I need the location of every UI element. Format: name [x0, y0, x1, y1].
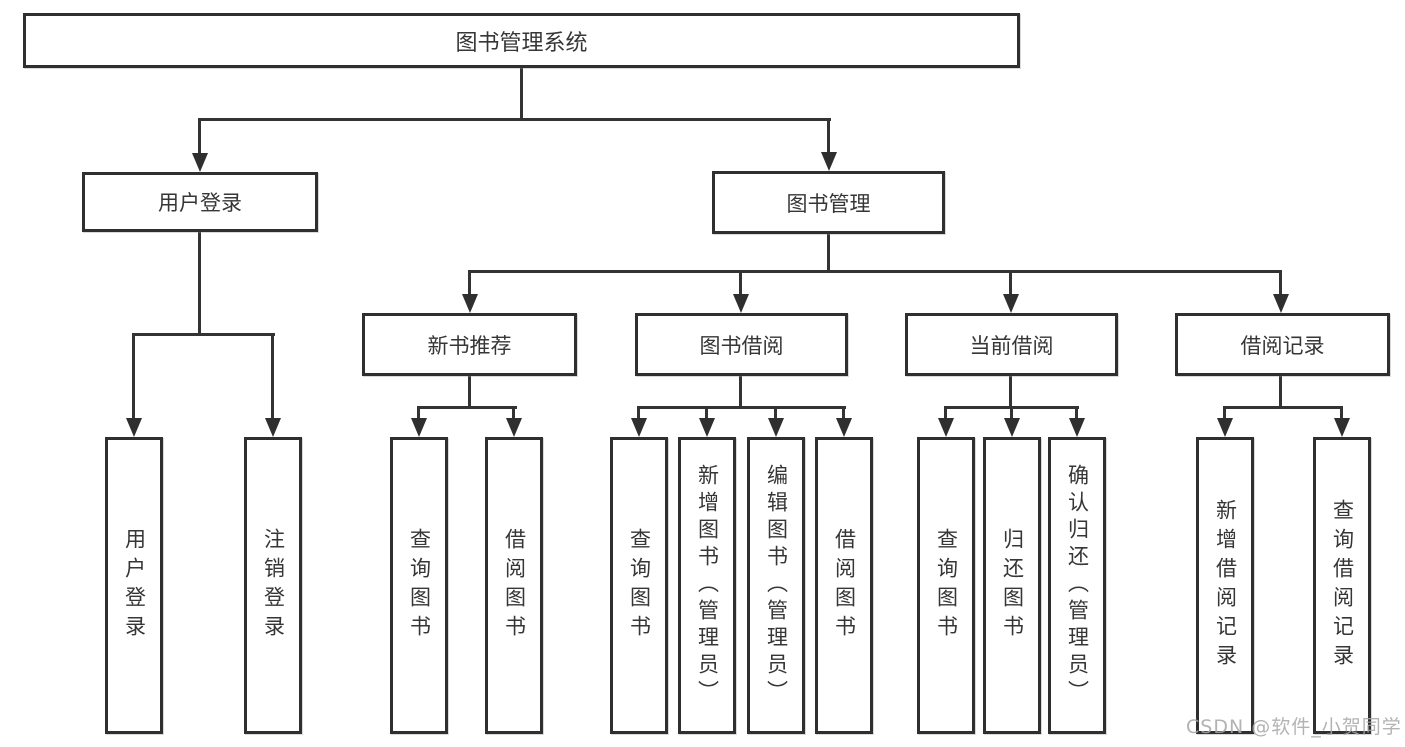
leaf-query-books-current: 查询图书 — [917, 437, 975, 734]
leaf-add-books-admin: 新增图书（管理员） — [678, 437, 736, 734]
arrowhead-down-icon — [411, 418, 427, 437]
connector-line — [1223, 406, 1226, 421]
connector-line — [132, 333, 135, 421]
arrowhead-down-icon — [733, 294, 749, 313]
connector-line — [132, 333, 275, 336]
arrowhead-down-icon — [699, 418, 715, 437]
leaf-edit-books-admin: 编辑图书（管理员） — [747, 437, 805, 734]
connector-line — [520, 68, 523, 121]
leaf-add-borrow-record: 新增借阅记录 — [1196, 437, 1254, 734]
connector-line — [468, 270, 471, 296]
connector-line — [1279, 376, 1282, 409]
node-book-management: 图书管理 — [712, 171, 945, 234]
leaf-user-login: 用户登录 — [105, 437, 163, 734]
arrowhead-down-icon — [1273, 294, 1289, 313]
node-library-management-system: 图书管理系统 — [23, 13, 1020, 68]
connector-line — [1223, 406, 1343, 409]
connector-line — [1009, 376, 1012, 409]
connector-line — [198, 118, 831, 121]
connector-line — [637, 406, 640, 421]
connector-line — [1010, 406, 1013, 421]
connector-line — [1009, 270, 1012, 296]
arrowhead-down-icon — [821, 152, 837, 171]
arrowhead-down-icon — [1217, 418, 1233, 437]
connector-line — [1279, 270, 1282, 296]
node-user-login: 用户登录 — [82, 172, 318, 232]
connector-line — [417, 406, 420, 421]
watermark: CSDN @软件_小贺同学 — [1186, 716, 1402, 738]
arrowhead-down-icon — [1069, 418, 1085, 437]
leaf-query-books-borrowing: 查询图书 — [610, 437, 668, 734]
arrowhead-down-icon — [192, 153, 208, 172]
arrowhead-down-icon — [1003, 294, 1019, 313]
connector-line — [468, 270, 1282, 273]
leaf-logout: 注销登录 — [244, 437, 302, 734]
connector-line — [827, 234, 830, 273]
node-current-borrowing: 当前借阅 — [905, 313, 1118, 376]
connector-line — [1075, 406, 1078, 421]
arrowhead-down-icon — [462, 294, 478, 313]
leaf-return-books: 归还图书 — [983, 437, 1041, 734]
arrowhead-down-icon — [836, 418, 852, 437]
connector-line — [198, 232, 201, 336]
connector-line — [827, 118, 830, 154]
leaf-query-borrow-record: 查询借阅记录 — [1313, 437, 1371, 734]
arrowhead-down-icon — [938, 418, 954, 437]
node-new-book-recommendation: 新书推荐 — [362, 313, 577, 376]
node-book-borrowing: 图书借阅 — [635, 313, 848, 376]
arrowhead-down-icon — [126, 418, 142, 437]
arrowhead-down-icon — [506, 418, 522, 437]
leaf-confirm-return-admin: 确认归还（管理员） — [1048, 437, 1106, 734]
arrowhead-down-icon — [631, 418, 647, 437]
connector-line — [1340, 406, 1343, 421]
connector-line — [468, 376, 471, 409]
leaf-borrow-books: 借阅图书 — [815, 437, 873, 734]
connector-line — [944, 406, 947, 421]
connector-line — [198, 118, 201, 155]
leaf-query-books-recommendation: 查询图书 — [390, 437, 448, 734]
connector-line — [271, 333, 274, 421]
connector-line — [774, 406, 777, 421]
node-borrowing-records: 借阅记录 — [1175, 313, 1390, 376]
connector-line — [637, 406, 846, 409]
leaf-borrow-books-recommendation: 借阅图书 — [485, 437, 543, 734]
connector-line — [842, 406, 845, 421]
arrowhead-down-icon — [1334, 418, 1350, 437]
connector-line — [705, 406, 708, 421]
connector-line — [739, 376, 742, 409]
connector-line — [739, 270, 742, 296]
connector-line — [417, 406, 517, 409]
arrowhead-down-icon — [768, 418, 784, 437]
arrowhead-down-icon — [265, 418, 281, 437]
connector-line — [512, 406, 515, 421]
arrowhead-down-icon — [1004, 418, 1020, 437]
